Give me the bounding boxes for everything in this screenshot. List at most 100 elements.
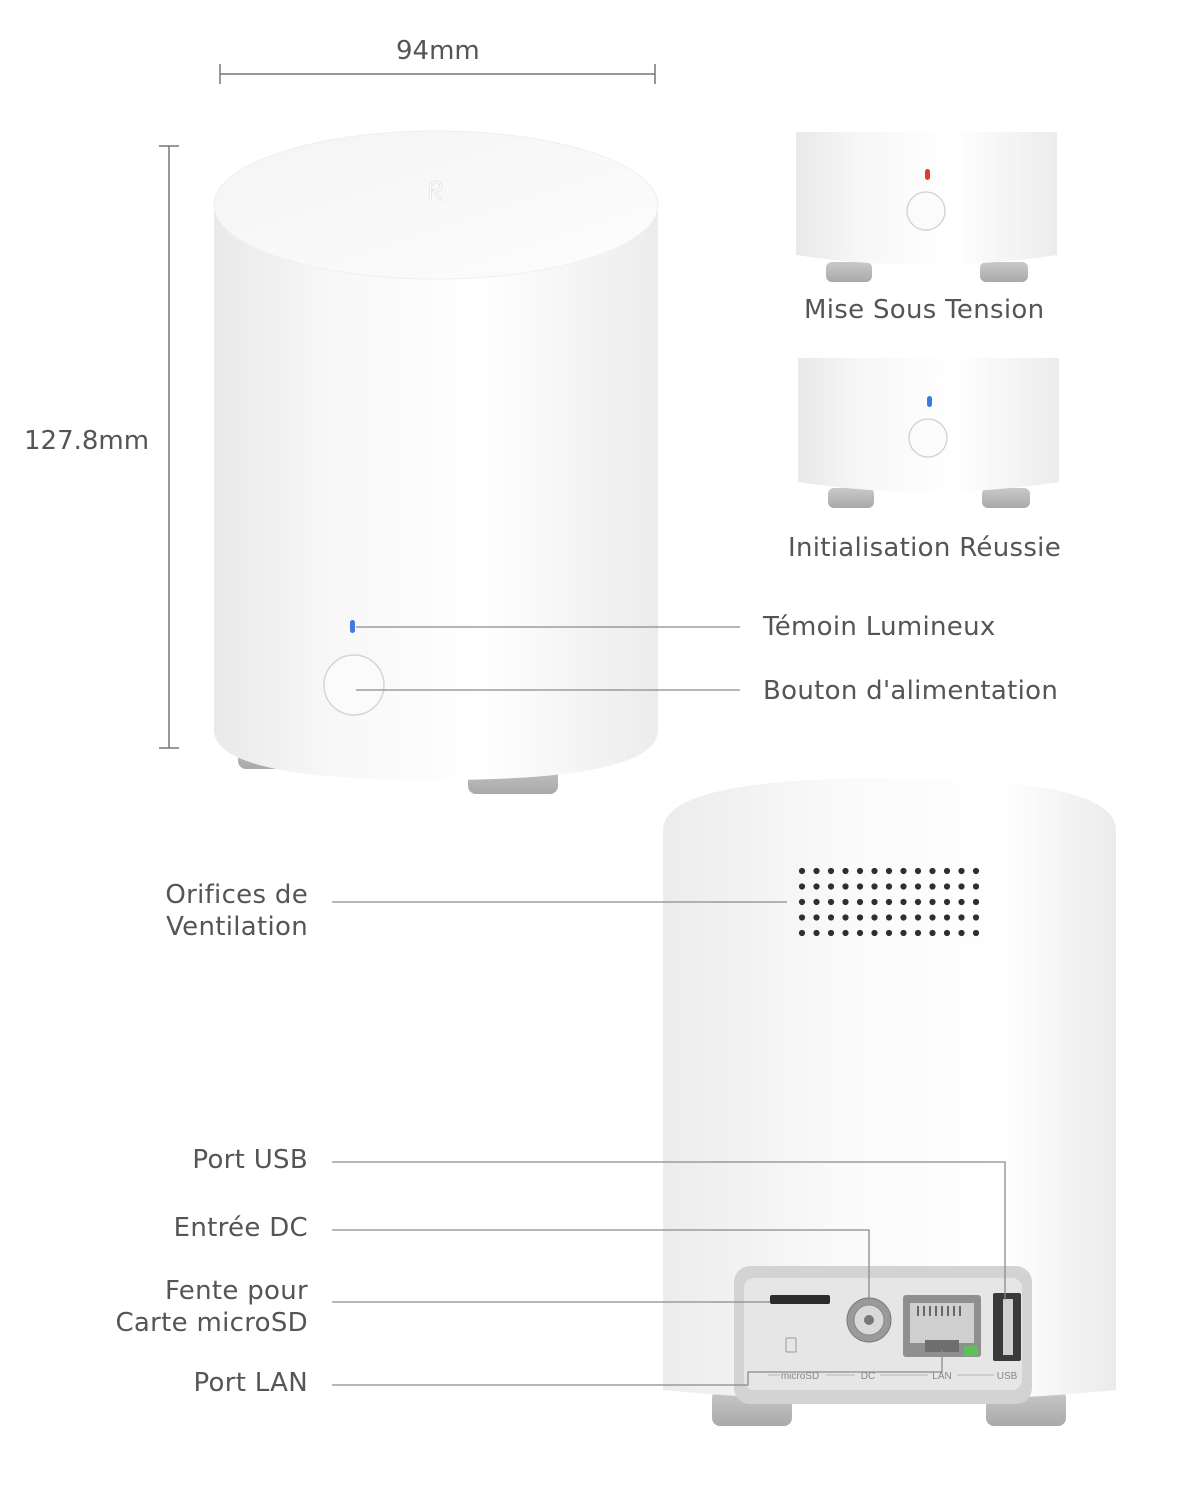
vent-hole xyxy=(856,883,864,890)
vent-hole xyxy=(929,883,936,890)
microsd-slot xyxy=(770,1295,830,1304)
vent-hole xyxy=(871,929,878,937)
width-dimension-line xyxy=(219,64,656,84)
vent-hole xyxy=(856,867,864,875)
vent-hole xyxy=(958,883,965,890)
vent-hole xyxy=(885,929,893,937)
vent-hole xyxy=(943,929,951,937)
vent-hole xyxy=(972,929,980,937)
vent-hole xyxy=(885,883,893,890)
vent-hole xyxy=(958,929,965,937)
vent-hole xyxy=(900,867,907,875)
vent-hole xyxy=(914,914,922,921)
vent-hole xyxy=(842,883,849,890)
vent-hole xyxy=(827,914,835,921)
callout-lan: Port LAN xyxy=(193,1368,308,1398)
vent-hole xyxy=(842,867,849,875)
front-body xyxy=(214,210,658,780)
vent-hole xyxy=(929,898,936,906)
vent-hole xyxy=(827,867,835,875)
state-led-red xyxy=(925,169,930,180)
vent-hole xyxy=(943,867,951,875)
callout-power-button: Bouton d'alimentation xyxy=(763,676,1059,706)
state-led-blue xyxy=(927,396,932,407)
callout-dc: Entrée DC xyxy=(173,1213,308,1243)
ventilation-holes xyxy=(798,867,980,937)
vent-hole xyxy=(929,929,936,937)
vent-hole xyxy=(871,883,878,890)
leader-dc xyxy=(332,1229,870,1300)
vent-hole xyxy=(972,867,980,875)
vent-hole xyxy=(943,898,951,906)
vent-hole xyxy=(900,914,907,921)
vent-hole xyxy=(958,914,965,921)
vent-hole xyxy=(885,914,893,921)
callout-sd-line2: Carte microSD xyxy=(115,1308,308,1338)
front-device: ᖇ xyxy=(213,130,659,794)
vent-hole xyxy=(914,883,922,890)
vent-hole xyxy=(943,883,951,890)
vent-hole xyxy=(958,898,965,906)
vent-hole xyxy=(885,867,893,875)
leader-lines xyxy=(332,626,1006,1386)
vent-hole xyxy=(871,914,878,921)
state-power-on-thumbnail xyxy=(796,132,1057,282)
back-body xyxy=(663,778,1116,1401)
vent-hole xyxy=(972,914,980,921)
vent-hole xyxy=(856,898,864,906)
callout-indicator: Témoin Lumineux xyxy=(763,612,996,642)
vent-hole xyxy=(842,929,849,937)
vent-hole xyxy=(972,883,980,890)
vent-hole xyxy=(929,914,936,921)
vent-hole xyxy=(827,929,835,937)
vent-hole xyxy=(798,867,806,875)
callout-vents-line2: Ventilation xyxy=(166,912,308,942)
callout-vents-line1: Orifices de xyxy=(165,880,308,910)
height-dimension-line xyxy=(159,145,179,749)
vent-hole xyxy=(798,929,806,937)
leader-lan xyxy=(332,1350,943,1386)
callout-sd-line1: Fente pour xyxy=(164,1276,308,1306)
vent-hole xyxy=(813,929,820,937)
state-power-button-2 xyxy=(908,418,948,458)
vent-hole xyxy=(842,914,849,921)
vent-hole xyxy=(900,929,907,937)
port-label-dc: DC xyxy=(861,1371,875,1382)
vent-hole xyxy=(827,898,835,906)
vent-hole xyxy=(914,898,922,906)
vent-hole xyxy=(813,898,820,906)
vent-hole xyxy=(856,929,864,937)
vent-hole xyxy=(914,929,922,937)
vent-hole xyxy=(943,914,951,921)
port-label-microsd: microSD xyxy=(781,1371,819,1382)
vent-hole xyxy=(958,867,965,875)
vent-hole xyxy=(856,914,864,921)
front-indicator-led xyxy=(350,620,355,633)
vent-hole xyxy=(813,867,820,875)
vent-hole xyxy=(914,867,922,875)
vent-hole xyxy=(813,914,820,921)
state-label-power-on: Mise Sous Tension xyxy=(804,295,1045,325)
vent-hole xyxy=(929,867,936,875)
vent-hole xyxy=(871,867,878,875)
vent-hole xyxy=(798,883,806,890)
vent-hole xyxy=(798,898,806,906)
vent-hole xyxy=(972,898,980,906)
state-init-success-thumbnail xyxy=(798,358,1059,508)
leader-usb xyxy=(332,1161,1006,1300)
logo-icon: ᖇ xyxy=(428,177,443,207)
port-label-lan: LAN xyxy=(932,1371,951,1382)
vent-hole xyxy=(900,898,907,906)
state-power-button xyxy=(906,191,946,231)
vent-hole xyxy=(885,898,893,906)
callout-usb: Port USB xyxy=(192,1145,308,1175)
vent-hole xyxy=(871,898,878,906)
vent-hole xyxy=(813,883,820,890)
width-dimension-label: 94mm xyxy=(396,36,480,66)
vent-hole xyxy=(842,898,849,906)
front-power-button xyxy=(323,654,385,716)
back-device: microSD DC LAN USB xyxy=(663,778,1116,1426)
vent-hole xyxy=(827,883,835,890)
port-label-usb: USB xyxy=(997,1371,1018,1382)
